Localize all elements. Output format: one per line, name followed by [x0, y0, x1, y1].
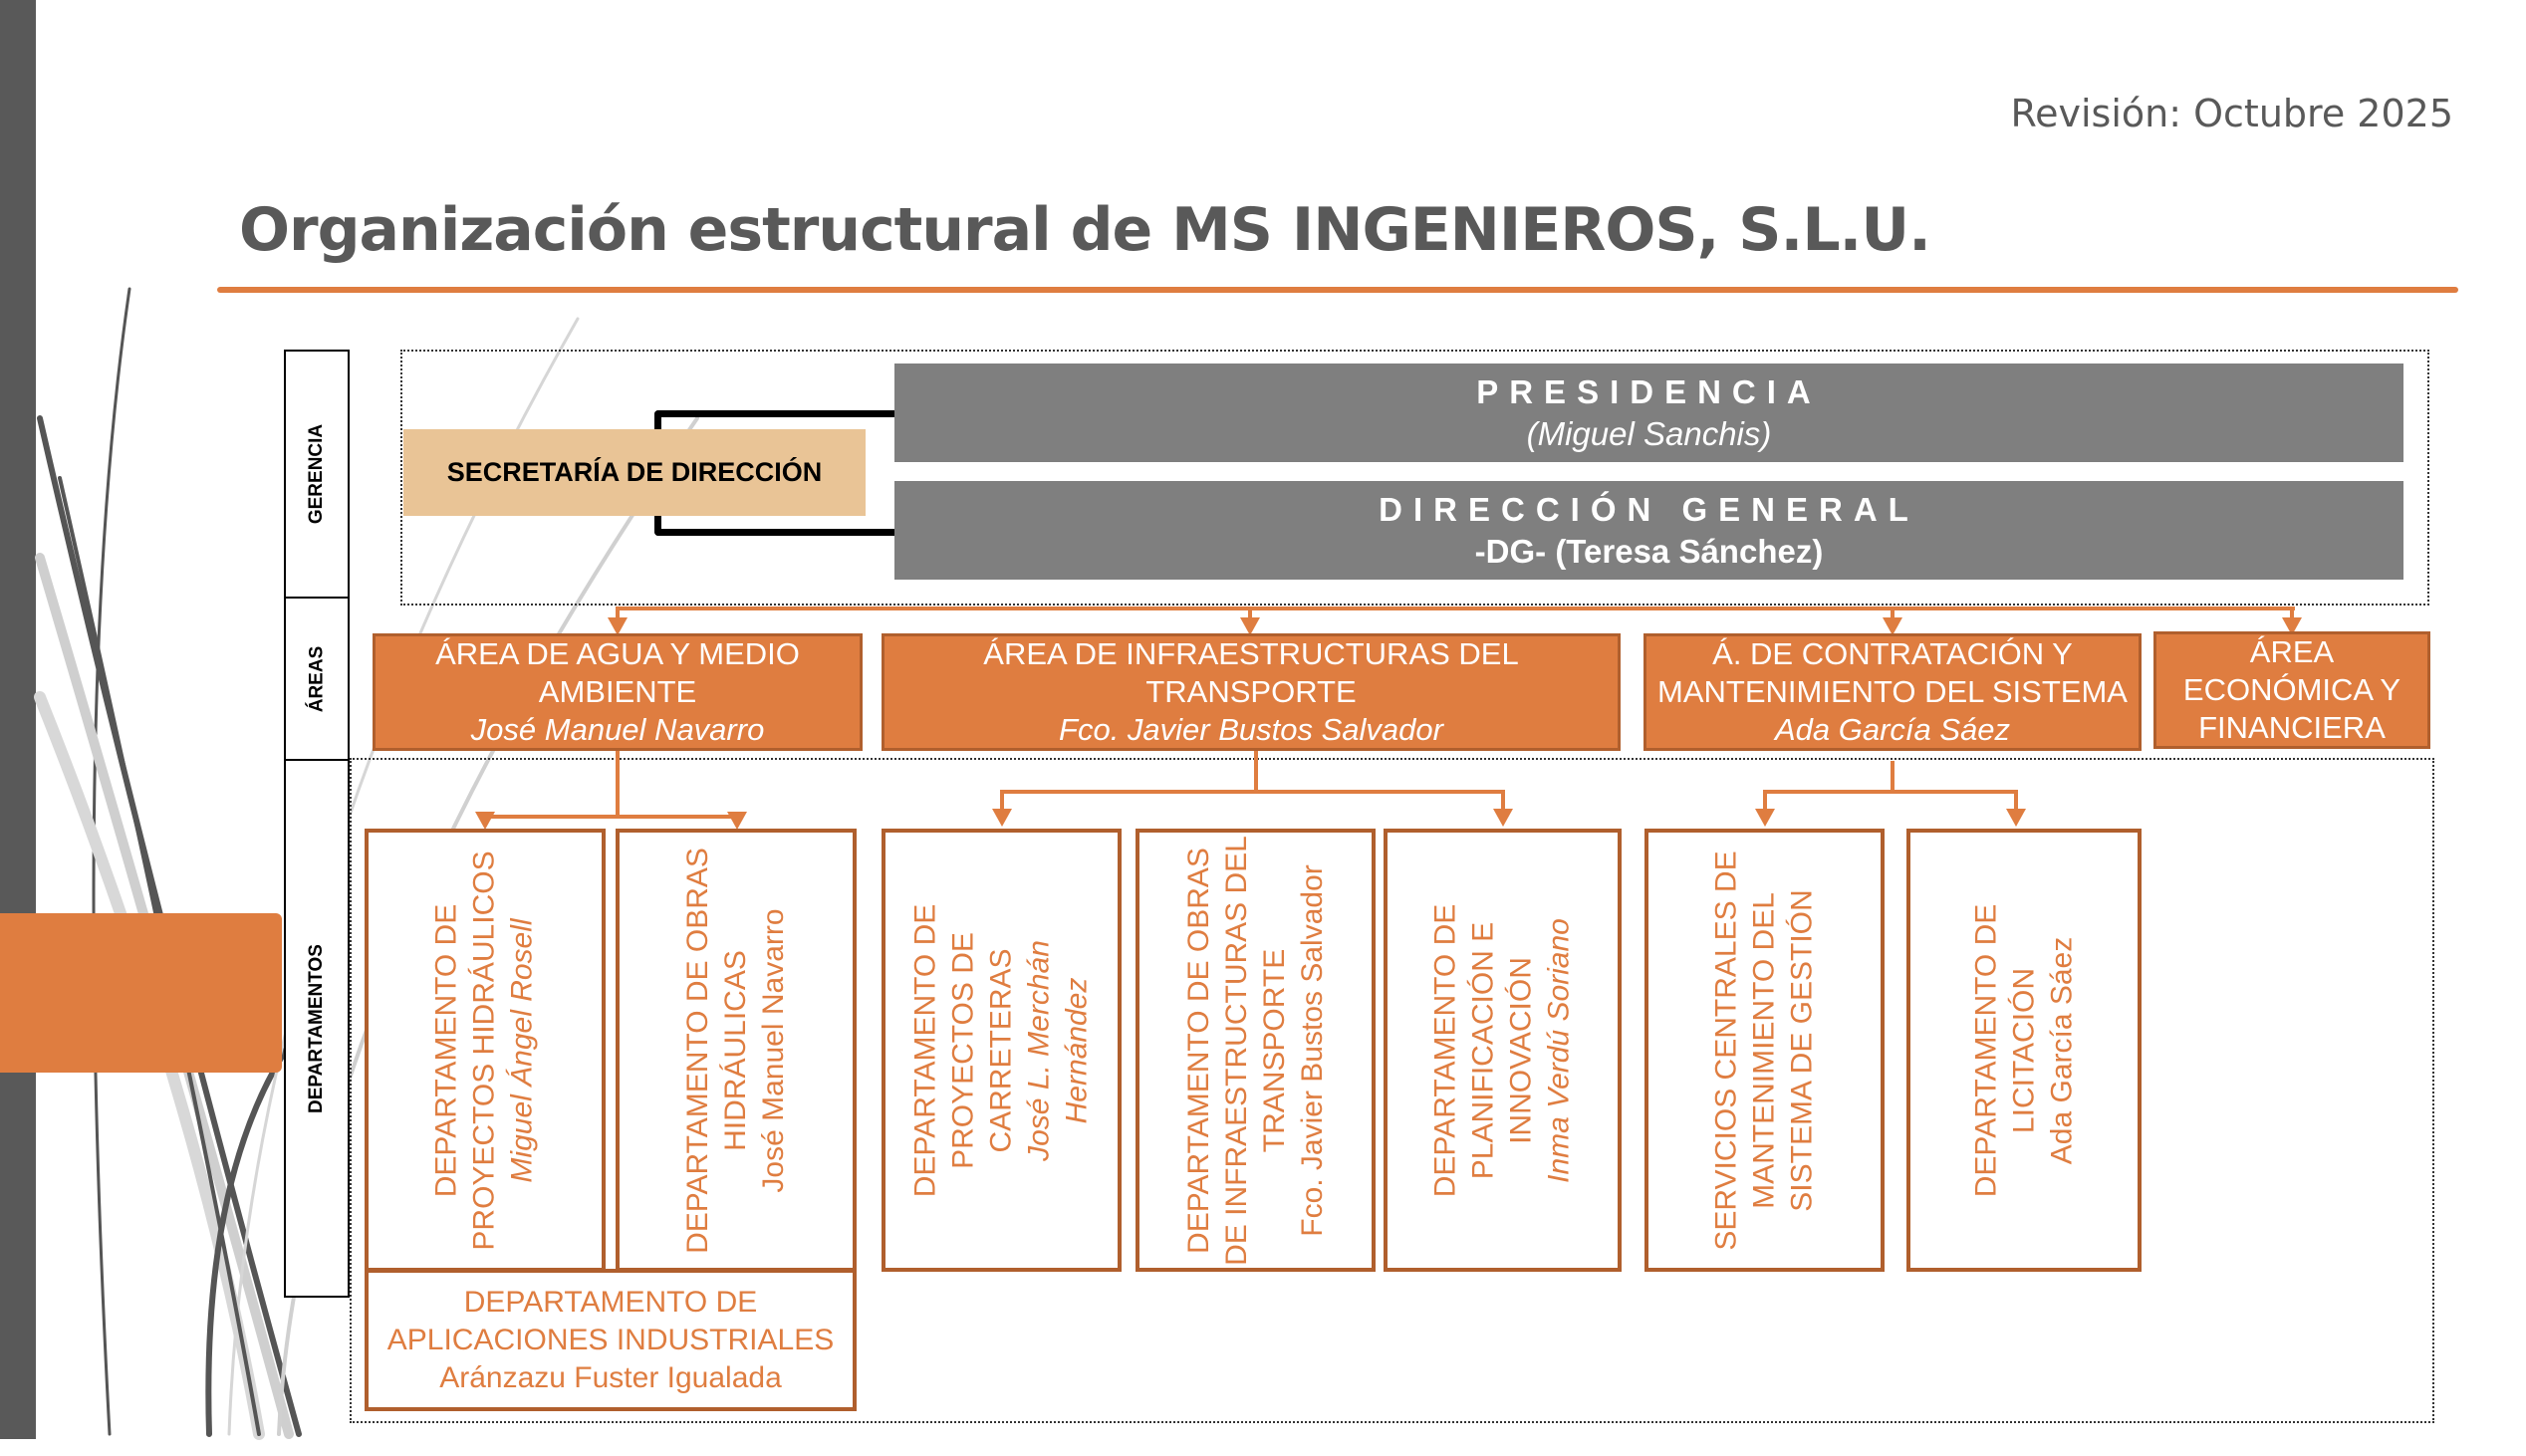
connector-line [483, 815, 739, 819]
connector-line [2014, 790, 2018, 810]
departamentos-container [350, 758, 2434, 1423]
dept-proyectos-carreteras[interactable]: DEPARTAMENTO DE PROYECTOS DE CARRETERAS … [882, 829, 1122, 1272]
row-label-areas-text: ÁREAS [306, 645, 328, 712]
arrow-down-icon [2282, 617, 2302, 635]
dept-head-name: Hernández [1060, 977, 1094, 1123]
row-label-areas: ÁREAS [284, 597, 350, 761]
dept-title: CARRETERAS [984, 947, 1018, 1153]
dept-planificacion-innovacion[interactable]: DEPARTAMENTO DE PLANIFICACIÓN E INNOVACI… [1384, 829, 1622, 1272]
area-head-name: José Manuel Navarro [470, 712, 765, 747]
presidencia-title: PRESIDENCIA [1476, 372, 1822, 410]
presidencia-name: (Miguel Sanchis) [1526, 414, 1772, 452]
connector-line [1763, 790, 2018, 794]
connector-line [1891, 761, 1894, 794]
secretaria-label: SECRETARÍA DE DIRECCIÓN [446, 457, 823, 487]
dept-head-name: Ada García Sáez [2045, 936, 2078, 1164]
dept-obras-infraestructuras-transporte[interactable]: DEPARTAMENTO DE OBRAS DE INFRAESTRUCTURA… [1136, 829, 1376, 1272]
dept-title: SERVICIOS CENTRALES DE [1709, 849, 1743, 1251]
direccion-general-name: -DG- (Teresa Sánchez) [1474, 532, 1824, 570]
dept-title: MANTENIMIENTO DEL [1747, 891, 1781, 1209]
area-title: FINANCIERA [2198, 710, 2386, 745]
dept-licitacion[interactable]: DEPARTAMENTO DE LICITACIÓN Ada García Sá… [1906, 829, 2142, 1272]
dept-servicios-centrales-mantenimiento[interactable]: SERVICIOS CENTRALES DE MANTENIMIENTO DEL… [1644, 829, 1885, 1272]
dept-title: DEPARTAMENTO DE [430, 903, 464, 1197]
direccion-general-title: DIRECCIÓN GENERAL [1379, 490, 1919, 528]
connector-areas-bus [618, 607, 2295, 610]
connector-line [1891, 607, 1894, 620]
arrow-down-icon [608, 617, 628, 635]
dept-head-name: Aránzazu Fuster Igualada [439, 1360, 782, 1394]
area-title: Á. DE CONTRATACIÓN Y [1712, 636, 2073, 671]
arrow-down-icon [727, 812, 747, 830]
dept-head-name: Miguel Ángel Rosell [506, 917, 540, 1183]
presidencia-box[interactable]: PRESIDENCIA (Miguel Sanchis) [894, 364, 2403, 462]
revision-date: Revisión: Octubre 2025 [2010, 92, 2453, 135]
dept-obras-hidraulicas[interactable]: DEPARTAMENTO DE OBRAS HIDRÁULICAS José M… [616, 829, 857, 1272]
arrow-down-icon [1240, 617, 1260, 635]
dept-title: INNOVACIÓN [1504, 956, 1538, 1144]
connector-line [1248, 607, 1252, 620]
arrow-down-icon [1493, 809, 1513, 827]
row-label-departamentos-text: DEPARTAMENTOS [306, 943, 328, 1113]
row-label-departamentos: DEPARTAMENTOS [284, 759, 350, 1298]
area-contratacion-mantenimiento[interactable]: Á. DE CONTRATACIÓN Y MANTENIMIENTO DEL S… [1643, 633, 2142, 751]
area-title: ÁREA DE INFRAESTRUCTURAS DEL TRANSPORTE [983, 636, 1519, 709]
secretaria-box[interactable]: SECRETARÍA DE DIRECCIÓN [403, 429, 866, 516]
area-head-name: Ada García Sáez [1774, 712, 2011, 747]
dept-title: TRANSPORTE [1257, 948, 1291, 1152]
dept-title: DEPARTAMENTO DE [1969, 903, 2002, 1197]
dept-title: DEPARTAMENTO DE [908, 903, 942, 1197]
dept-title: HIDRÁULICAS [719, 949, 753, 1151]
dept-title: PROYECTOS DE [946, 931, 980, 1169]
row-label-gerencia-text: GERENCIA [306, 423, 328, 525]
dept-title: APLICACIONES INDUSTRIALES [386, 1323, 835, 1356]
connector-line [1000, 790, 1505, 794]
dept-title: SISTEMA DE GESTIÓN [1785, 888, 1819, 1212]
arrow-down-icon [1755, 809, 1775, 827]
connector-line [1254, 751, 1258, 794]
arrow-down-icon [2006, 809, 2026, 827]
area-title: MANTENIMIENTO DEL SISTEMA [1657, 674, 2128, 709]
dept-title: DEPARTAMENTO DE [1428, 903, 1462, 1197]
page-title: Organización estructural de MS INGENIERO… [239, 195, 1931, 265]
area-economica-financiera[interactable]: ÁREA ECONÓMICA Y FINANCIERA [2153, 631, 2430, 749]
area-title: ÁREA [2249, 634, 2335, 669]
area-agua-medio-ambiente[interactable]: ÁREA DE AGUA Y MEDIO AMBIENTE José Manue… [373, 633, 863, 751]
dept-title: DEPARTAMENTO DE OBRAS [1181, 847, 1215, 1254]
decorative-left-bar [0, 0, 36, 1439]
dept-title: LICITACIÓN [2007, 967, 2040, 1133]
row-label-gerencia: GERENCIA [284, 350, 350, 599]
dept-title: PLANIFICACIÓN E [1466, 921, 1500, 1179]
arrow-down-icon [475, 812, 495, 830]
dept-title: DE INFRAESTRUCTURAS DEL [1219, 835, 1253, 1266]
dept-title: PROYECTOS HIDRÁULICOS [468, 849, 502, 1251]
area-title: ECONÓMICA Y [2182, 672, 2401, 707]
arrow-down-icon [1883, 617, 1902, 635]
dept-head-name: Fco. Javier Bustos Salvador [1295, 863, 1329, 1237]
title-underline [217, 287, 2458, 293]
connector-line [616, 751, 620, 817]
connector-line [1501, 790, 1505, 810]
dept-title: DEPARTAMENTO DE OBRAS [681, 847, 715, 1254]
gerencia-container [400, 350, 2429, 606]
connector-line [2290, 607, 2294, 620]
connector-line [1763, 790, 1767, 810]
dept-proyectos-hidraulicos[interactable]: DEPARTAMENTO DE PROYECTOS HIDRÁULICOS Mi… [365, 829, 606, 1272]
dept-title: DEPARTAMENTO DE [463, 1285, 758, 1319]
area-head-name: Fco. Javier Bustos Salvador [1059, 712, 1443, 747]
area-title: AMBIENTE [538, 674, 697, 709]
dept-head-name: José L. Merchán [1022, 939, 1056, 1161]
area-infraestructuras-transporte[interactable]: ÁREA DE INFRAESTRUCTURAS DEL TRANSPORTE … [882, 633, 1621, 751]
direccion-general-box[interactable]: DIRECCIÓN GENERAL -DG- (Teresa Sánchez) [894, 481, 2403, 580]
dept-head-name: José Manuel Navarro [757, 907, 791, 1193]
dept-aplicaciones-industriales[interactable]: DEPARTAMENTO DE APLICACIONES INDUSTRIALE… [365, 1269, 857, 1411]
decorative-orange-tab [0, 913, 282, 1073]
connector-line [616, 607, 620, 620]
dept-head-name: Inma Verdú Soriano [1542, 917, 1576, 1183]
arrow-down-icon [992, 809, 1012, 827]
area-title: ÁREA DE AGUA Y MEDIO [435, 636, 800, 671]
connector-line [1000, 790, 1004, 810]
